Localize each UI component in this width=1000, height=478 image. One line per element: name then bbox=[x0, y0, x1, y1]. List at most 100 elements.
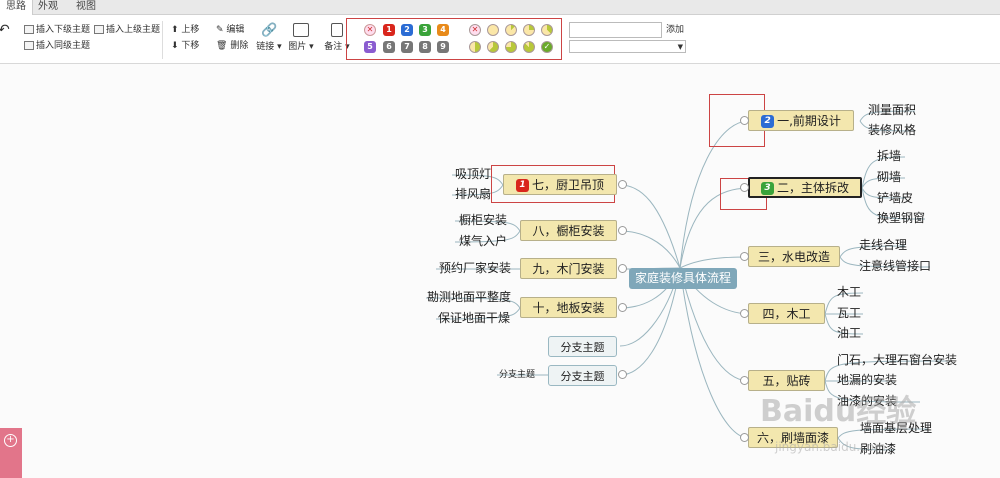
collapse-toggle[interactable] bbox=[618, 370, 627, 379]
priority-1-icon[interactable]: 1 bbox=[383, 24, 395, 36]
move-down-button[interactable]: ⬇ 下移 bbox=[171, 41, 199, 52]
link-button[interactable]: 🔗链接 ▾ bbox=[256, 23, 282, 52]
edit-button[interactable]: ✎ 编辑 bbox=[216, 25, 244, 36]
leaf-topic[interactable]: 换塑钢窗 bbox=[877, 211, 926, 225]
progress-2-icon[interactable] bbox=[523, 24, 535, 36]
plus-icon: + bbox=[4, 434, 17, 447]
progress-3-icon[interactable] bbox=[541, 24, 553, 36]
main-topic-painting[interactable]: 六，刷墙面漆 bbox=[748, 427, 838, 448]
priority-4-icon[interactable]: 4 bbox=[437, 24, 449, 36]
leaf-topic[interactable]: 分支主题 bbox=[499, 370, 536, 380]
leaf-topic[interactable]: 注意线管接口 bbox=[859, 259, 932, 273]
progress-6-icon[interactable] bbox=[505, 41, 517, 53]
arrow-up-icon: ⬆ bbox=[171, 25, 179, 35]
collapse-toggle[interactable] bbox=[740, 116, 749, 125]
leaf-topic[interactable]: 刷油漆 bbox=[860, 442, 897, 456]
leaf-topic[interactable]: 墙面基层处理 bbox=[860, 421, 933, 435]
collapse-toggle[interactable] bbox=[618, 303, 627, 312]
branch-topic[interactable]: 分支主题 bbox=[548, 365, 617, 386]
leaf-topic[interactable]: 油工 bbox=[837, 326, 862, 340]
insert-parent-button[interactable]: 插入上级主题 bbox=[94, 25, 160, 36]
main-topic-plumbing[interactable]: 三，水电改造 bbox=[748, 246, 840, 267]
main-topic-carpentry[interactable]: 四，木工 bbox=[748, 303, 825, 324]
progress-4-icon[interactable] bbox=[469, 41, 481, 53]
progress-1-icon[interactable] bbox=[505, 24, 517, 36]
priority-5-icon[interactable]: 5 bbox=[364, 41, 376, 53]
tab-thinking[interactable]: 思路 bbox=[0, 0, 33, 15]
link-label: 链接 bbox=[256, 42, 275, 52]
collapse-toggle[interactable] bbox=[618, 180, 627, 189]
priority-6-icon[interactable]: 6 bbox=[383, 41, 395, 53]
leaf-topic[interactable]: 地漏的安装 bbox=[837, 373, 898, 387]
leaf-topic[interactable]: 瓦工 bbox=[837, 306, 862, 320]
watermark-url: jingyan.baidu.com bbox=[775, 440, 886, 454]
remove-progress-icon[interactable]: ✕ bbox=[469, 24, 481, 36]
main-topic-cabinet[interactable]: 八，橱柜安装 bbox=[520, 220, 617, 241]
priority-3-icon[interactable]: 3 bbox=[419, 24, 431, 36]
insert-sibling-icon bbox=[24, 41, 34, 50]
progress-0-icon[interactable] bbox=[487, 24, 499, 36]
branch-topic[interactable]: 分支主题 bbox=[548, 336, 617, 357]
insert-sibling-button[interactable]: 插入同级主题 bbox=[24, 41, 90, 52]
leaf-topic[interactable]: 保证地面干燥 bbox=[438, 311, 511, 325]
collapse-toggle[interactable] bbox=[740, 376, 749, 385]
note-icon bbox=[331, 23, 343, 37]
note-label: 备注 bbox=[324, 42, 343, 52]
divider bbox=[162, 21, 163, 59]
delete-button[interactable]: 🗑 删除 bbox=[216, 41, 248, 52]
insert-parent-label: 插入上级主题 bbox=[106, 25, 161, 35]
icon-picker-highlight bbox=[346, 18, 562, 60]
main-topic-floor[interactable]: 十，地板安装 bbox=[520, 297, 617, 318]
tab-view[interactable]: 视图 bbox=[76, 1, 96, 12]
collapse-toggle[interactable] bbox=[618, 226, 627, 235]
leaf-topic[interactable]: 煤气入户 bbox=[459, 234, 508, 248]
tab-appearance[interactable]: 外观 bbox=[38, 1, 58, 12]
leaf-topic[interactable]: 测量面积 bbox=[868, 103, 917, 117]
leaf-topic[interactable]: 门石，大理石窗台安装 bbox=[837, 353, 958, 367]
priority-7-icon[interactable]: 7 bbox=[401, 41, 413, 53]
image-button[interactable]: 图片 ▾ bbox=[286, 23, 316, 52]
leaf-topic[interactable]: 橱柜安装 bbox=[459, 213, 508, 227]
main-topic-tiling[interactable]: 五，贴砖 bbox=[748, 370, 825, 391]
collapse-toggle[interactable] bbox=[740, 309, 749, 318]
leaf-topic[interactable]: 砌墙 bbox=[877, 170, 902, 184]
progress-5-icon[interactable] bbox=[487, 41, 499, 53]
tab-bar: 思路 外观 视图 bbox=[0, 0, 1000, 15]
collapse-toggle[interactable] bbox=[740, 433, 749, 442]
side-panel-toggle[interactable]: + bbox=[0, 428, 22, 478]
leaf-topic[interactable]: 油漆的安装 bbox=[837, 394, 898, 408]
add-button[interactable]: 添加 bbox=[665, 25, 684, 35]
leaf-topic[interactable]: 吸顶灯 bbox=[455, 167, 492, 181]
priority-2-icon[interactable]: 2 bbox=[401, 24, 413, 36]
progress-done-icon[interactable]: ✓ bbox=[541, 41, 553, 53]
leaf-topic[interactable]: 勘测地面平整度 bbox=[427, 290, 512, 304]
move-up-button[interactable]: ⬆ 上移 bbox=[171, 25, 199, 36]
leaf-topic[interactable]: 拆墙 bbox=[877, 149, 902, 163]
undo-icon[interactable]: ↶ bbox=[0, 22, 10, 38]
note-button[interactable]: 备注 ▾ bbox=[322, 23, 352, 52]
insert-child-button[interactable]: 插入下级主题 bbox=[24, 25, 90, 36]
priority-9-icon[interactable]: 9 bbox=[437, 41, 449, 53]
leaf-topic[interactable]: 装修风格 bbox=[868, 123, 917, 137]
remove-priority-icon[interactable]: ✕ bbox=[364, 24, 376, 36]
resource-select[interactable]: ▼ bbox=[569, 40, 686, 53]
leaf-topic[interactable]: 铲墙皮 bbox=[877, 191, 914, 205]
leaf-topic[interactable]: 预约厂家安装 bbox=[439, 261, 512, 275]
collapse-toggle[interactable] bbox=[740, 183, 749, 192]
center-topic[interactable]: 家庭装修具体流程 bbox=[629, 268, 737, 289]
topic-label: 一,前期设计 bbox=[777, 114, 841, 128]
main-topic-door[interactable]: 九，木门安装 bbox=[520, 258, 617, 279]
leaf-topic[interactable]: 走线合理 bbox=[859, 238, 908, 252]
collapse-toggle[interactable] bbox=[740, 252, 749, 261]
insert-child-icon bbox=[24, 25, 34, 34]
leaf-topic[interactable]: 木工 bbox=[837, 285, 862, 299]
leaf-topic[interactable]: 排风扇 bbox=[455, 187, 492, 201]
collapse-toggle[interactable] bbox=[618, 264, 627, 273]
progress-7-icon[interactable] bbox=[523, 41, 535, 53]
priority-8-icon[interactable]: 8 bbox=[419, 41, 431, 53]
resource-input[interactable] bbox=[569, 22, 662, 38]
priority-2-icon: 2 bbox=[761, 115, 775, 128]
